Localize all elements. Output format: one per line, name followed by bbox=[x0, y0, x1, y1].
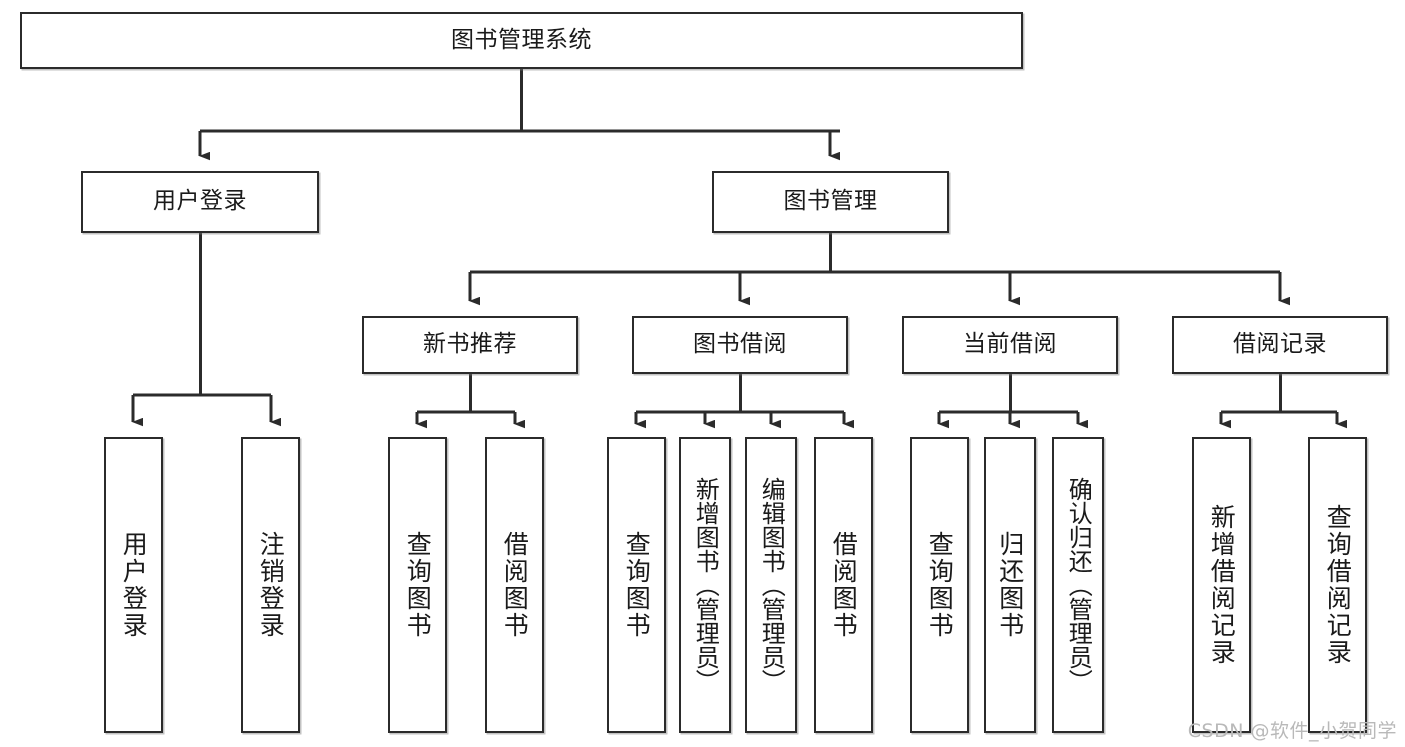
node-new-book-recommend-label: 新书推荐 bbox=[423, 331, 517, 358]
node-leaf-add-book-admin-label: 新增图书（管理员） bbox=[691, 477, 720, 693]
node-leaf-query-borrow-record[interactable]: 查询借阅记录 bbox=[1308, 437, 1367, 733]
node-book-borrow[interactable]: 图书借阅 bbox=[632, 316, 848, 374]
node-leaf-query-book-current-label: 查询图书 bbox=[925, 531, 955, 639]
node-root-label: 图书管理系统 bbox=[451, 26, 592, 53]
node-leaf-user-login[interactable]: 用户登录 bbox=[104, 437, 163, 733]
node-book-management[interactable]: 图书管理 bbox=[712, 171, 949, 233]
node-current-borrow[interactable]: 当前借阅 bbox=[902, 316, 1118, 374]
node-leaf-confirm-return-admin[interactable]: 确认归还（管理员） bbox=[1052, 437, 1104, 733]
node-leaf-borrow-book-borrow-label: 借阅图书 bbox=[829, 531, 859, 639]
node-book-management-label: 图书管理 bbox=[783, 188, 878, 215]
node-leaf-query-book-borrow-label: 查询图书 bbox=[622, 531, 652, 639]
node-leaf-query-book-recommend-label: 查询图书 bbox=[403, 531, 433, 639]
node-leaf-logout-login[interactable]: 注销登录 bbox=[241, 437, 300, 733]
node-user-login[interactable]: 用户登录 bbox=[81, 171, 319, 233]
node-new-book-recommend[interactable]: 新书推荐 bbox=[362, 316, 578, 374]
node-root[interactable]: 图书管理系统 bbox=[20, 12, 1023, 69]
node-borrow-record-label: 借阅记录 bbox=[1233, 331, 1327, 358]
node-current-borrow-label: 当前借阅 bbox=[963, 331, 1057, 358]
node-leaf-edit-book-admin[interactable]: 编辑图书（管理员） bbox=[745, 437, 797, 733]
node-leaf-edit-book-admin-label: 编辑图书（管理员） bbox=[757, 477, 786, 693]
node-leaf-confirm-return-admin-label: 确认归还（管理员） bbox=[1064, 477, 1093, 693]
node-leaf-query-book-recommend[interactable]: 查询图书 bbox=[388, 437, 447, 733]
node-book-borrow-label: 图书借阅 bbox=[693, 331, 787, 358]
node-leaf-add-borrow-record[interactable]: 新增借阅记录 bbox=[1192, 437, 1251, 733]
node-leaf-add-borrow-record-label: 新增借阅记录 bbox=[1207, 504, 1237, 666]
watermark-text: CSDN @软件_小贺同学 bbox=[1187, 720, 1397, 742]
node-borrow-record[interactable]: 借阅记录 bbox=[1172, 316, 1388, 374]
node-leaf-return-book-label: 归还图书 bbox=[995, 531, 1025, 639]
node-leaf-logout-login-label: 注销登录 bbox=[256, 531, 286, 639]
node-leaf-borrow-book-recommend-label: 借阅图书 bbox=[500, 531, 530, 639]
node-leaf-return-book[interactable]: 归还图书 bbox=[984, 437, 1036, 733]
node-leaf-borrow-book-borrow[interactable]: 借阅图书 bbox=[814, 437, 873, 733]
node-leaf-add-book-admin[interactable]: 新增图书（管理员） bbox=[679, 437, 731, 733]
node-leaf-user-login-label: 用户登录 bbox=[119, 531, 149, 639]
node-leaf-query-book-current[interactable]: 查询图书 bbox=[910, 437, 969, 733]
node-leaf-query-borrow-record-label: 查询借阅记录 bbox=[1323, 504, 1353, 666]
node-leaf-query-book-borrow[interactable]: 查询图书 bbox=[607, 437, 666, 733]
node-user-login-label: 用户登录 bbox=[153, 188, 247, 215]
node-leaf-borrow-book-recommend[interactable]: 借阅图书 bbox=[485, 437, 544, 733]
